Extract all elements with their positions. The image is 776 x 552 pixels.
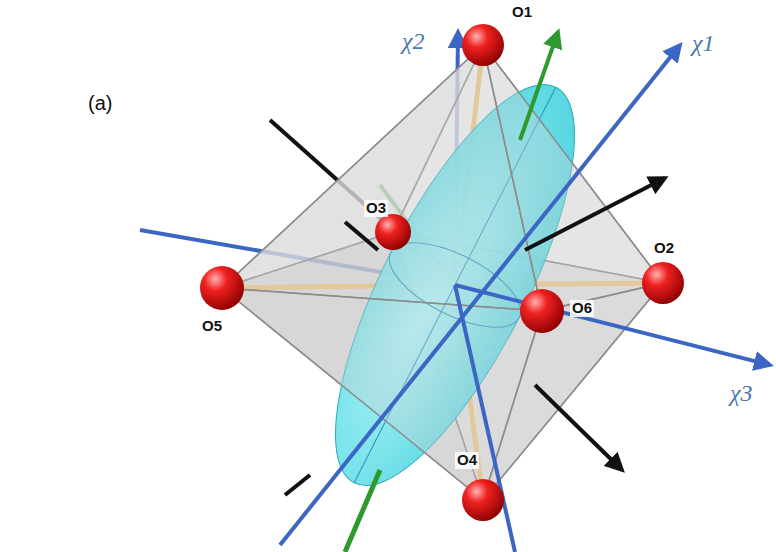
octahedron-faces xyxy=(222,45,663,500)
atom-label: O3 xyxy=(364,200,388,217)
octahedron-front xyxy=(222,45,663,500)
axis-lines-front xyxy=(280,32,770,552)
panel-label: (a) xyxy=(88,92,112,114)
oxygen-atoms xyxy=(200,24,684,521)
atom-label: O1 xyxy=(510,4,534,21)
atom-label: O5 xyxy=(200,318,224,335)
atom-label: O4 xyxy=(455,452,479,469)
axis-label: χ1 xyxy=(690,30,717,56)
axis-label: χ2 xyxy=(400,28,427,54)
axis-label: χ3 xyxy=(728,380,755,406)
atom-label: O6 xyxy=(570,300,594,317)
bonds xyxy=(222,45,663,500)
atom-label: O2 xyxy=(652,240,676,257)
